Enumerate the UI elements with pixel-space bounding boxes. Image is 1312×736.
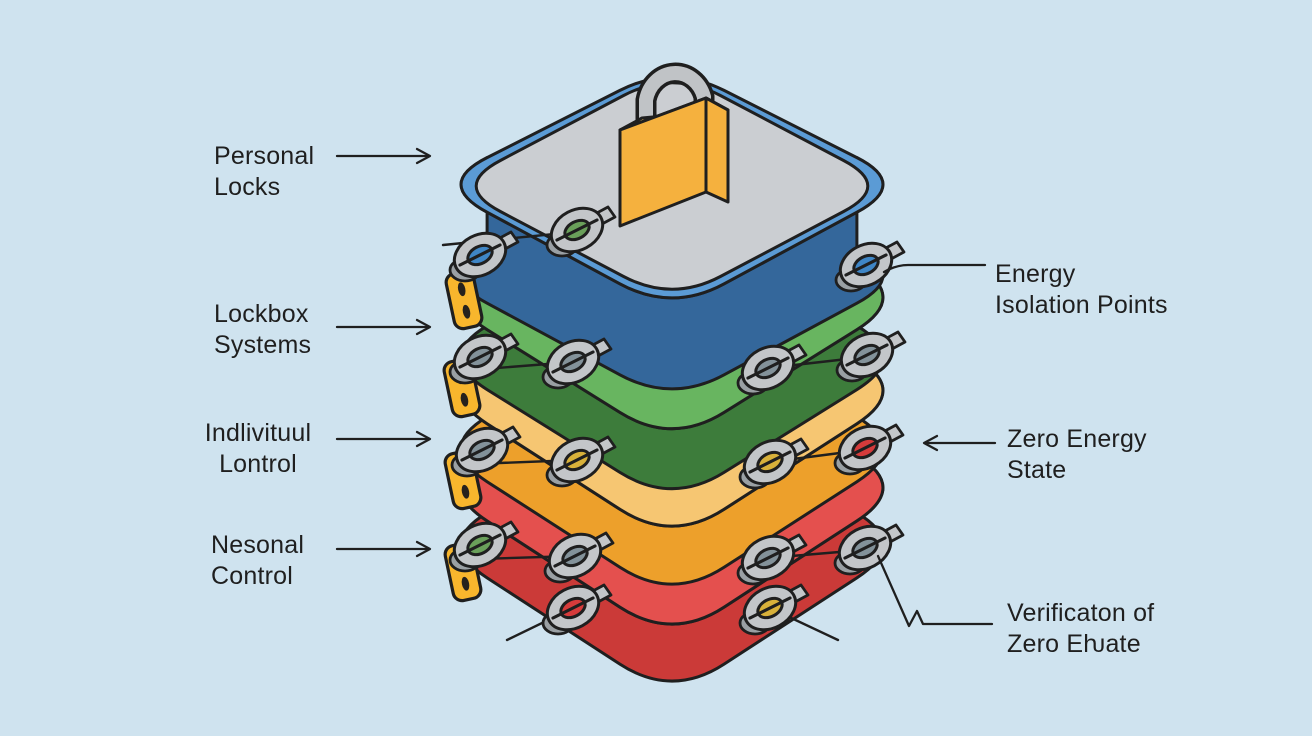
valve-knob-icon xyxy=(543,531,615,584)
label-line: Locks xyxy=(214,173,281,201)
padlock-icon xyxy=(618,62,730,228)
knob-spoke xyxy=(553,544,597,568)
label-line: Indlivituul xyxy=(204,419,312,447)
valve-knob-icon xyxy=(834,240,906,293)
valve-knob-icon xyxy=(736,533,808,586)
valve-knob-icon xyxy=(541,583,613,636)
knob-spoke xyxy=(843,536,887,560)
label-personal-locks: Personal Locks xyxy=(214,141,314,203)
lockbox-systems-arrow xyxy=(335,318,432,336)
knob-spoke xyxy=(843,436,887,460)
individual-control-arrow xyxy=(335,430,432,448)
knob-spoke xyxy=(748,450,792,474)
knob-spoke xyxy=(746,546,790,570)
knob-spoke xyxy=(746,356,790,380)
nesonal-control-arrow xyxy=(335,540,432,558)
tag-slot xyxy=(461,484,470,499)
knob-spoke xyxy=(555,448,599,472)
tag-slot xyxy=(462,304,471,319)
label-line: State xyxy=(1007,456,1067,484)
label-line: Lockbox xyxy=(214,300,309,328)
valve-knob-icon xyxy=(450,425,522,478)
label-nesonal-control: Nesonal Control xyxy=(211,530,304,592)
label-individual-control: Indlivituul Lontrol xyxy=(178,418,338,480)
knob-spoke xyxy=(458,345,502,369)
knob-spoke xyxy=(458,243,502,267)
knob-spoke xyxy=(458,533,502,557)
label-line: Personal xyxy=(214,142,315,170)
knob-spoke xyxy=(551,596,595,620)
valve-knob-icon xyxy=(736,343,808,396)
knob-spoke xyxy=(844,253,888,277)
arrow-head xyxy=(922,434,939,452)
arrow-head xyxy=(415,430,432,448)
label-zero-energy-state: Zero Energy State xyxy=(1007,424,1147,486)
zero-energy-arrow xyxy=(922,434,997,452)
arrow-head xyxy=(415,318,432,336)
label-line: Zero Energy xyxy=(1007,425,1147,453)
label-line: Control xyxy=(211,562,293,590)
valve-knob-icon xyxy=(448,230,520,283)
valve-knob-icon xyxy=(545,205,617,258)
label-lockbox-systems: Lockbox Systems xyxy=(214,299,311,361)
label-line: Systems xyxy=(214,331,312,359)
valve-knob-icon xyxy=(448,520,520,573)
knob-spoke xyxy=(555,218,599,242)
label-energy-isolation-points: Energy Isolation Points xyxy=(995,259,1168,321)
tag-slot xyxy=(457,282,466,297)
knob-spoke xyxy=(845,343,889,367)
valve-knob-icon xyxy=(833,523,905,576)
label-line: Lontrol xyxy=(219,450,297,478)
arrow-head xyxy=(415,540,432,558)
valve-knob-icon xyxy=(545,435,617,488)
valve-knob-icon xyxy=(541,337,613,390)
personal-locks-arrow xyxy=(335,147,432,165)
valve-knob-icon xyxy=(448,332,520,385)
energy-isolation-leader xyxy=(882,263,987,274)
label-line: Energy xyxy=(995,260,1076,288)
valve-knob-icon xyxy=(833,423,905,476)
tag-slot xyxy=(461,576,470,591)
arrow-head xyxy=(415,147,432,165)
knob-spoke xyxy=(460,438,504,462)
lock-body-right xyxy=(704,96,730,204)
knob-spoke xyxy=(748,596,792,620)
knob-spoke xyxy=(551,350,595,374)
label-verification-zero-state: Verificaton of Zero Eƕate xyxy=(1007,598,1154,660)
label-line: Zero Eƕate xyxy=(1007,630,1141,658)
label-line: Nesonal xyxy=(211,531,305,559)
label-line: Isolation Points xyxy=(995,291,1168,319)
tag-slot xyxy=(460,392,469,407)
valve-knob-icon xyxy=(738,437,810,490)
lock-shackle xyxy=(639,66,711,147)
valve-knob-icon xyxy=(835,330,907,383)
valve-knob-icon xyxy=(738,583,810,636)
label-line: Verificaton of xyxy=(1007,599,1155,627)
verification-leader xyxy=(876,554,994,628)
